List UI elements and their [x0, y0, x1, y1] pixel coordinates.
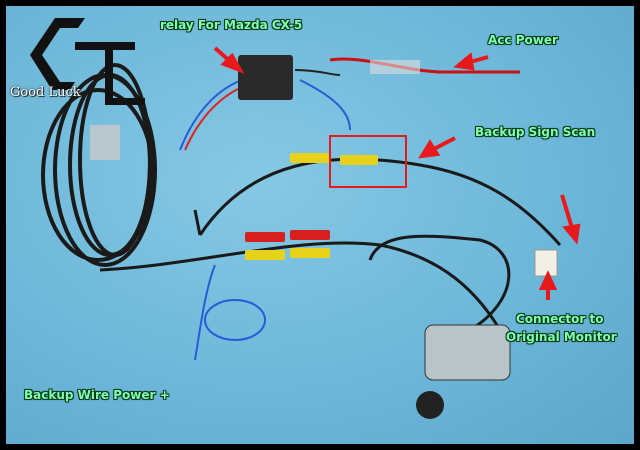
logo-mark [30, 18, 145, 105]
tape-wrap [90, 125, 120, 160]
highlight-box [329, 135, 407, 188]
backup-sign-scan-label: Backup Sign Scan [475, 125, 596, 139]
wiring-harness-illustration [30, 18, 581, 419]
connector-plug [534, 249, 558, 277]
connector-label-line2: Original Monitor [506, 330, 617, 344]
acc-power-label: Acc Power [488, 33, 558, 47]
relay-label: relay For Mazda CX-5 [160, 18, 303, 32]
backup-wire-label: Backup Wire Power + [24, 388, 170, 402]
logo-text: Good Luck [10, 85, 81, 100]
relay-box [238, 55, 293, 100]
camera [424, 324, 511, 381]
connector-label: Connector to [516, 312, 604, 326]
product-photo [6, 6, 634, 444]
arrows [213, 46, 581, 300]
